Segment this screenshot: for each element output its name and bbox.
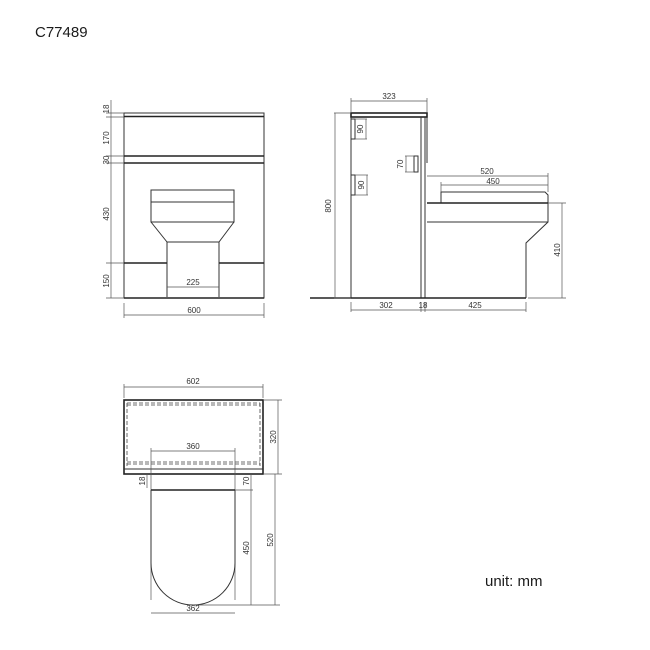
- dim-pan-width: 225: [186, 278, 200, 287]
- product-code: C77489: [35, 24, 88, 41]
- dim-top-thickness: 18: [102, 104, 111, 113]
- dim-top-panel: 18: [138, 476, 147, 485]
- dim-panel: 18: [419, 301, 428, 310]
- dim-unit-depth: 302: [379, 301, 393, 310]
- dim-seat-width: 360: [186, 442, 200, 451]
- unit-label: unit: mm: [485, 573, 543, 590]
- dim-top-depth: 320: [269, 430, 278, 444]
- dim-total-depth: 520: [266, 533, 275, 547]
- dim-pan-base: 425: [468, 301, 482, 310]
- dim-seat-depth: 450: [486, 177, 500, 186]
- dim-plinth: 150: [102, 274, 111, 288]
- dim-gap: 70: [242, 476, 251, 485]
- dim-top-width: 602: [186, 377, 200, 386]
- dim-middle: 430: [102, 207, 111, 221]
- dim-hole-upper: 90: [356, 124, 365, 133]
- dim-height: 800: [324, 199, 333, 213]
- dim-depth-top: 323: [382, 92, 396, 101]
- dim-pan-height: 410: [553, 243, 562, 257]
- dim-rail: 30: [102, 155, 111, 164]
- dim-hole-mid: 70: [396, 159, 405, 168]
- dim-width: 600: [187, 306, 201, 315]
- dim-pan-depth: 520: [480, 167, 494, 176]
- dim-upper-panel: 170: [102, 131, 111, 145]
- dim-hole-lower: 90: [357, 180, 366, 189]
- dim-seat-depth-top: 450: [242, 541, 251, 555]
- dim-pan-width-top: 362: [186, 604, 200, 613]
- front-view: 18 170 30 430 150 225 600: [102, 100, 265, 318]
- side-view: 90 90 70 323 800 520 450 410: [310, 92, 566, 312]
- top-view: 602 320 360 18 70 450 520 362: [123, 377, 282, 614]
